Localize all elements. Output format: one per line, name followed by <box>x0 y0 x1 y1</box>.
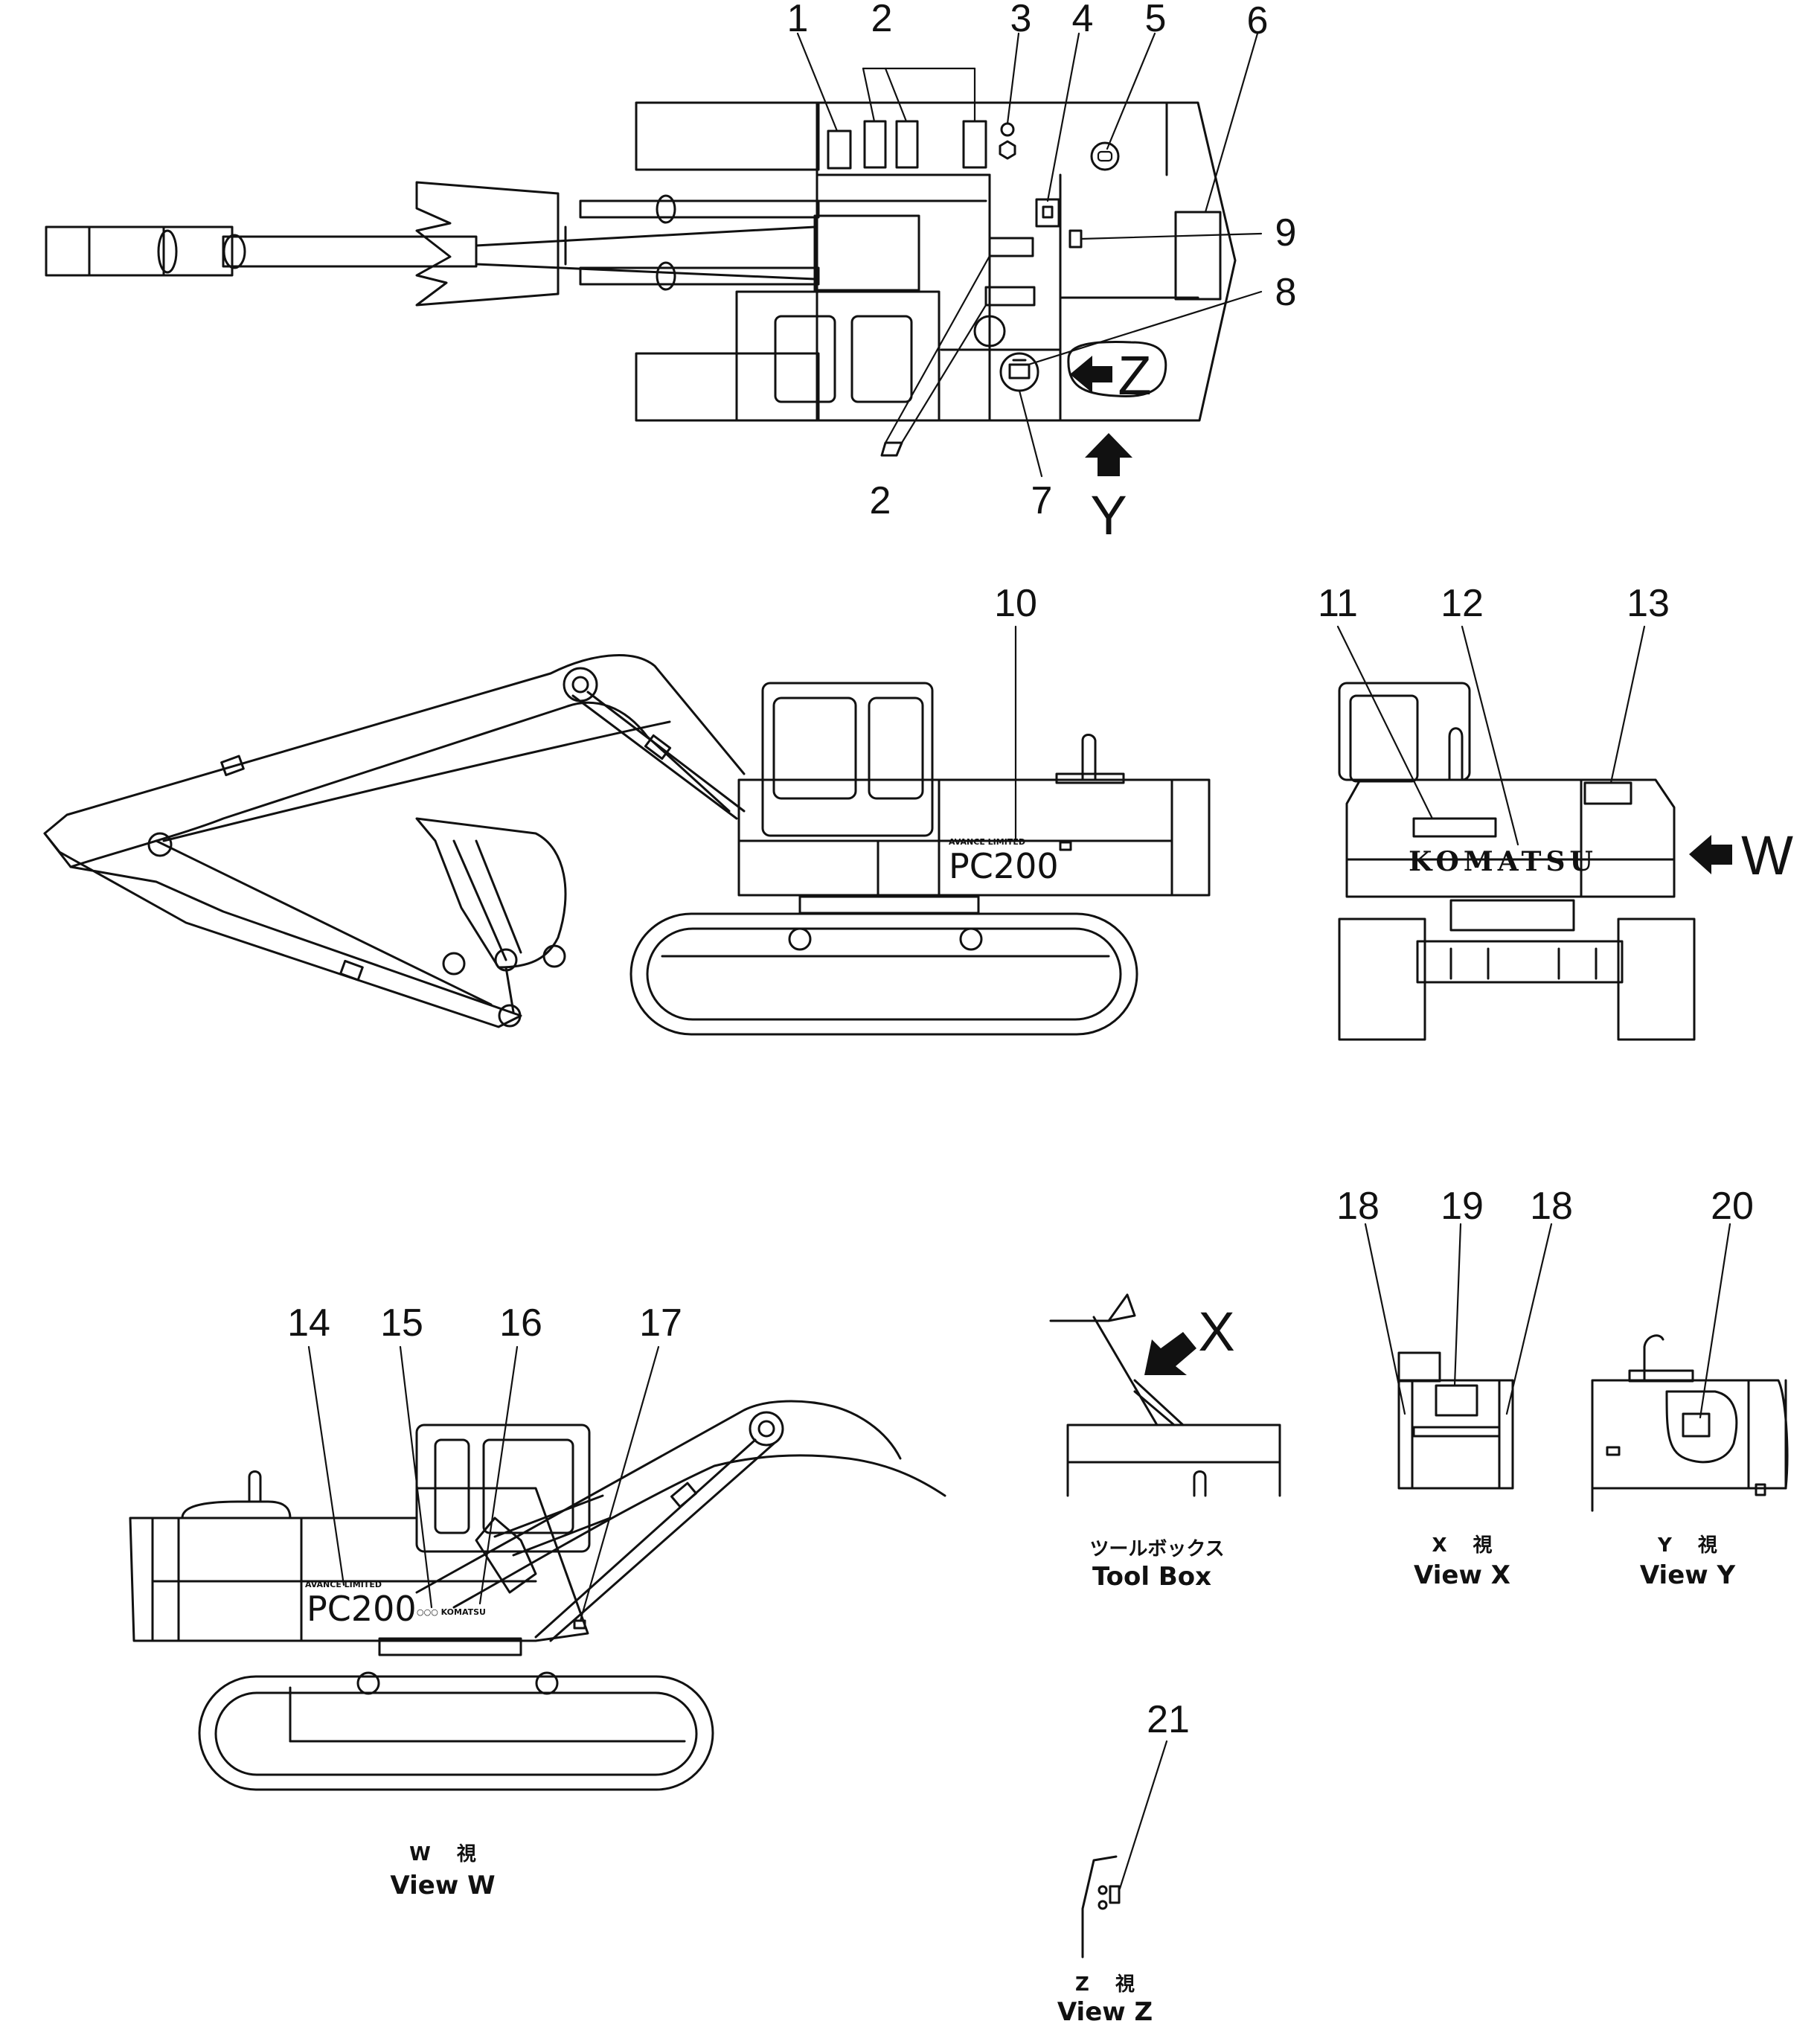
view-w-caption-jp: W 視 <box>409 1843 476 1866</box>
side-view: AVANCE LIMITED PC200 10 <box>43 582 1211 1036</box>
callout-1: 1 <box>787 0 809 40</box>
callout-2: 2 <box>871 0 893 40</box>
view-y-caption-en: View Y <box>1640 1560 1736 1590</box>
arm-plan <box>222 235 478 268</box>
callout-3: 3 <box>1010 0 1032 40</box>
callout-17: 17 <box>639 1301 682 1345</box>
callout-12: 12 <box>1441 582 1484 625</box>
callout-7: 7 <box>1031 479 1053 522</box>
callout-18-left: 18 <box>1336 1185 1380 1228</box>
decal-2c <box>962 120 987 169</box>
decal-17 <box>573 1619 586 1630</box>
arrow-x-icon <box>1144 1332 1196 1375</box>
decal-1 <box>827 129 852 170</box>
upper-body-outline <box>816 101 1237 422</box>
callout-10: 10 <box>994 582 1037 625</box>
view-x-caption-jp: X 視 <box>1432 1534 1492 1557</box>
callout-19: 19 <box>1441 1185 1484 1228</box>
decal-13 <box>1583 781 1632 805</box>
view-x: 18 19 18 X 視 View X <box>1336 1185 1573 1590</box>
tool-box-caption-jp: ツールボックス <box>1089 1538 1224 1560</box>
callout-9: 9 <box>1275 211 1297 254</box>
svg-text:○○○ KOMATSU: ○○○ KOMATSU <box>417 1607 486 1617</box>
arrow-y-icon <box>1085 433 1132 476</box>
callout-20: 20 <box>1711 1185 1754 1228</box>
side-model-text: PC200 <box>949 846 1059 886</box>
front-brand-text: KOMATSU <box>1409 846 1598 877</box>
view-z: 21 Z 視 View Z <box>1057 1698 1190 2024</box>
decal-6 <box>1174 211 1222 301</box>
front-view: KOMATSU W 11 12 13 <box>1318 582 1793 1041</box>
decal-21 <box>1109 1885 1121 1904</box>
w-model-text: PC200 <box>307 1589 417 1629</box>
decal-2e <box>984 286 1036 307</box>
cab-plan <box>735 290 941 422</box>
callout-6: 6 <box>1247 0 1269 42</box>
view-y: 20 Y 視 View Y <box>1591 1185 1789 1590</box>
view-w-caption-en: View W <box>390 1871 495 1900</box>
decal-2b <box>895 120 919 169</box>
svg-text:AVANCE LIMITED: AVANCE LIMITED <box>949 837 1025 847</box>
front-upper-body <box>1345 778 1676 898</box>
decal-9 <box>1068 229 1083 249</box>
front-track-right <box>1617 917 1696 1041</box>
arrow-w-icon <box>1689 835 1732 874</box>
callout-13: 13 <box>1627 582 1670 625</box>
decal-11 <box>1412 817 1497 838</box>
arrow-y-label: Y <box>1090 484 1127 546</box>
callout-5: 5 <box>1145 0 1167 40</box>
w-track <box>198 1675 714 1791</box>
view-x-caption-en: View X <box>1414 1560 1510 1590</box>
decal-19 <box>1435 1384 1478 1417</box>
view-z-caption-jp: Z 視 <box>1075 1973 1135 1996</box>
arrow-z-label: Z <box>1118 345 1151 406</box>
tool-box-caption-en: Tool Box <box>1092 1562 1211 1592</box>
callout-8: 8 <box>1275 271 1297 314</box>
view-z-caption-en: View Z <box>1057 1997 1153 2024</box>
boom-plan <box>813 214 920 292</box>
track-lower <box>635 352 820 422</box>
arrow-w-label: W <box>1741 824 1793 886</box>
track-upper <box>635 101 820 171</box>
top-view: Z Y 1 2 3 4 5 6 9 8 2 7 <box>45 0 1297 546</box>
decal-20 <box>1682 1412 1711 1438</box>
front-track-left <box>1338 917 1426 1041</box>
decal-2a <box>863 120 887 169</box>
callout-15: 15 <box>380 1301 423 1345</box>
callout-4: 4 <box>1072 0 1094 40</box>
side-cab <box>761 682 934 837</box>
tool-box-view: X ツールボックス Tool Box <box>1049 1293 1281 1592</box>
callout-14: 14 <box>287 1301 330 1345</box>
view-x-panel <box>1397 1379 1514 1490</box>
callout-11: 11 <box>1318 582 1358 625</box>
side-upper-body <box>737 778 1211 897</box>
arrow-x-label: X <box>1198 1301 1234 1362</box>
side-track <box>629 912 1138 1036</box>
callout-2-lower: 2 <box>870 479 891 522</box>
decal-2d <box>988 237 1034 257</box>
view-w: AVANCE LIMITED PC200 ○○○ KOMATSU 14 15 1… <box>129 1301 946 1900</box>
decal-5 <box>1090 141 1120 171</box>
decal-3 <box>1000 122 1015 137</box>
view-y-caption-jp: Y 視 <box>1657 1534 1717 1557</box>
callout-21: 21 <box>1147 1698 1190 1741</box>
callout-18-right: 18 <box>1530 1185 1573 1228</box>
callout-16: 16 <box>499 1301 542 1345</box>
decal-4 <box>1035 198 1060 228</box>
